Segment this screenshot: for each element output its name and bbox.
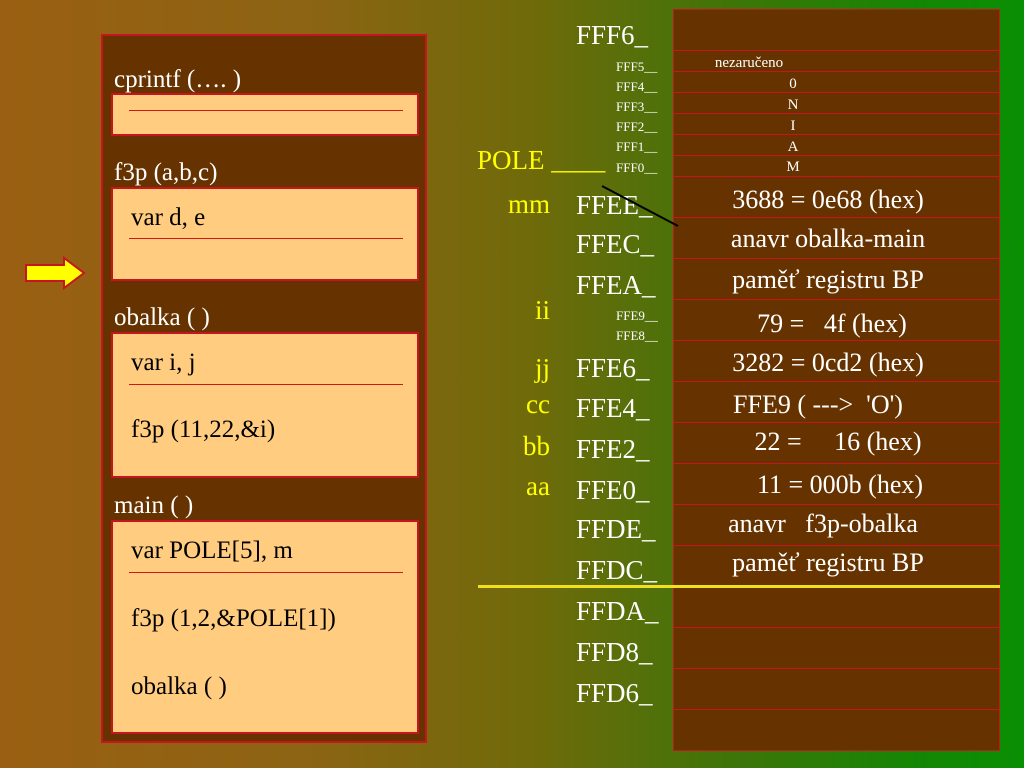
f3p-box: var d, e xyxy=(111,187,419,281)
label-aa: aa xyxy=(526,471,550,501)
addr-ffe6: FFE6_ xyxy=(576,353,650,383)
memory-table xyxy=(673,9,1000,751)
mem-row-ffee xyxy=(674,177,999,218)
addr-fff5: FFF5__ xyxy=(616,59,658,74)
addr-fff0: FFF0__ xyxy=(616,160,658,175)
cell-fff4: 0 xyxy=(789,76,797,92)
mem-row-fff5 xyxy=(674,51,999,72)
cprintf-box xyxy=(111,93,419,136)
addr-ffdc: FFDC_ xyxy=(576,555,658,585)
cell-ffe8: 79 = 4f (hex) xyxy=(757,309,907,338)
label-cc: cc xyxy=(526,389,550,419)
cell-ffdc: paměť registru BP xyxy=(732,548,924,577)
addr-ffd8: FFD8_ xyxy=(576,637,653,667)
addr-ffe0: FFE0_ xyxy=(576,475,650,505)
label-mm: mm xyxy=(507,189,550,219)
label-pole: POLE ____ xyxy=(477,145,606,175)
addr-fff2: FFF2__ xyxy=(616,119,658,134)
mem-row-fff0 xyxy=(674,156,999,177)
mem-row-ffec xyxy=(674,218,999,259)
stack-boundary-line xyxy=(478,585,1000,588)
label-bb: bb xyxy=(523,431,550,461)
addr-fff3: FFF3__ xyxy=(616,99,658,114)
cell-ffea: paměť registru BP xyxy=(732,265,924,294)
main-box: var POLE[5], m f3p (1,2,&POLE[1]) obalka… xyxy=(111,520,419,734)
right-arrow-icon xyxy=(25,256,86,290)
mem-row-ffe6 xyxy=(674,341,999,382)
cprintf-label: cprintf (…. ) xyxy=(114,66,242,93)
mem-row-fff2 xyxy=(674,114,999,135)
cell-ffde: anavr f3p-obalka xyxy=(728,509,918,538)
cell-fff1: A xyxy=(787,139,799,155)
main-line-1: var POLE[5], m xyxy=(131,537,293,564)
obalka-box: var i, j f3p (11,22,&i) xyxy=(111,332,419,478)
addr-ffd6: FFD6_ xyxy=(576,678,653,708)
addr-ffe4: FFE4_ xyxy=(576,393,650,423)
mem-row-ffe4 xyxy=(674,382,999,423)
obalka-label: obalka ( ) xyxy=(114,304,210,331)
cell-ffee: 3688 = 0e68 (hex) xyxy=(732,185,924,214)
addr-fff4: FFF4__ xyxy=(616,79,658,94)
mem-row-fff1 xyxy=(674,135,999,156)
mem-row-ffda xyxy=(674,587,999,628)
cell-ffe4: FFE9 ( ---> 'O') xyxy=(733,390,903,419)
main-rule xyxy=(129,572,403,573)
cell-fff2: I xyxy=(790,118,796,134)
mem-row-fff3 xyxy=(674,93,999,114)
cell-ffe6: 3282 = 0cd2 (hex) xyxy=(732,348,924,377)
obalka-rule xyxy=(129,384,403,385)
addr-fff1: FFF1__ xyxy=(616,139,658,154)
cell-ffe2: 22 = 16 (hex) xyxy=(754,427,922,456)
f3p-rule xyxy=(129,238,403,239)
mem-row-ffe8 xyxy=(674,300,999,341)
addr-ffe8: FFE8__ xyxy=(616,328,658,343)
cprintf-rule xyxy=(129,110,403,111)
mem-row-fff4 xyxy=(674,72,999,93)
cell-fff0: M xyxy=(786,159,800,175)
pole-pointer-line xyxy=(601,185,679,227)
addr-ffe2: FFE2_ xyxy=(576,434,650,464)
addr-fff6: FFF6_ xyxy=(576,20,649,50)
cell-fff5: nezaručeno xyxy=(714,55,784,71)
mem-row-fff6 xyxy=(674,10,999,51)
mem-row-ffe0 xyxy=(674,464,999,505)
addr-ffde: FFDE_ xyxy=(576,514,656,544)
mem-row-ffd6 xyxy=(674,669,999,710)
f3p-label: f3p (a,b,c) xyxy=(114,159,218,186)
label-jj: jj xyxy=(534,353,550,383)
obalka-line-1: var i, j xyxy=(131,349,196,376)
f3p-line-1: var d, e xyxy=(131,204,206,231)
main-label: main ( ) xyxy=(114,492,194,519)
mem-row-ffde xyxy=(674,505,999,546)
mem-row-ffea xyxy=(674,259,999,300)
mem-row-ffe2 xyxy=(674,423,999,464)
mem-row-ffd8 xyxy=(674,628,999,669)
addr-ffda: FFDA_ xyxy=(576,596,659,626)
cell-ffe0: 11 = 000b (hex) xyxy=(756,470,924,499)
cell-ffec: anavr obalka-main xyxy=(730,224,926,253)
main-line-2: f3p (1,2,&POLE[1]) xyxy=(131,605,336,632)
label-ii: ii xyxy=(534,295,550,325)
addr-ffec: FFEC_ xyxy=(576,229,655,259)
addr-ffe9: FFE9__ xyxy=(616,308,658,323)
obalka-line-2: f3p (11,22,&i) xyxy=(131,416,276,443)
main-line-3: obalka ( ) xyxy=(131,673,227,700)
cell-fff3: N xyxy=(787,97,799,113)
addr-ffea: FFEA_ xyxy=(576,270,656,300)
